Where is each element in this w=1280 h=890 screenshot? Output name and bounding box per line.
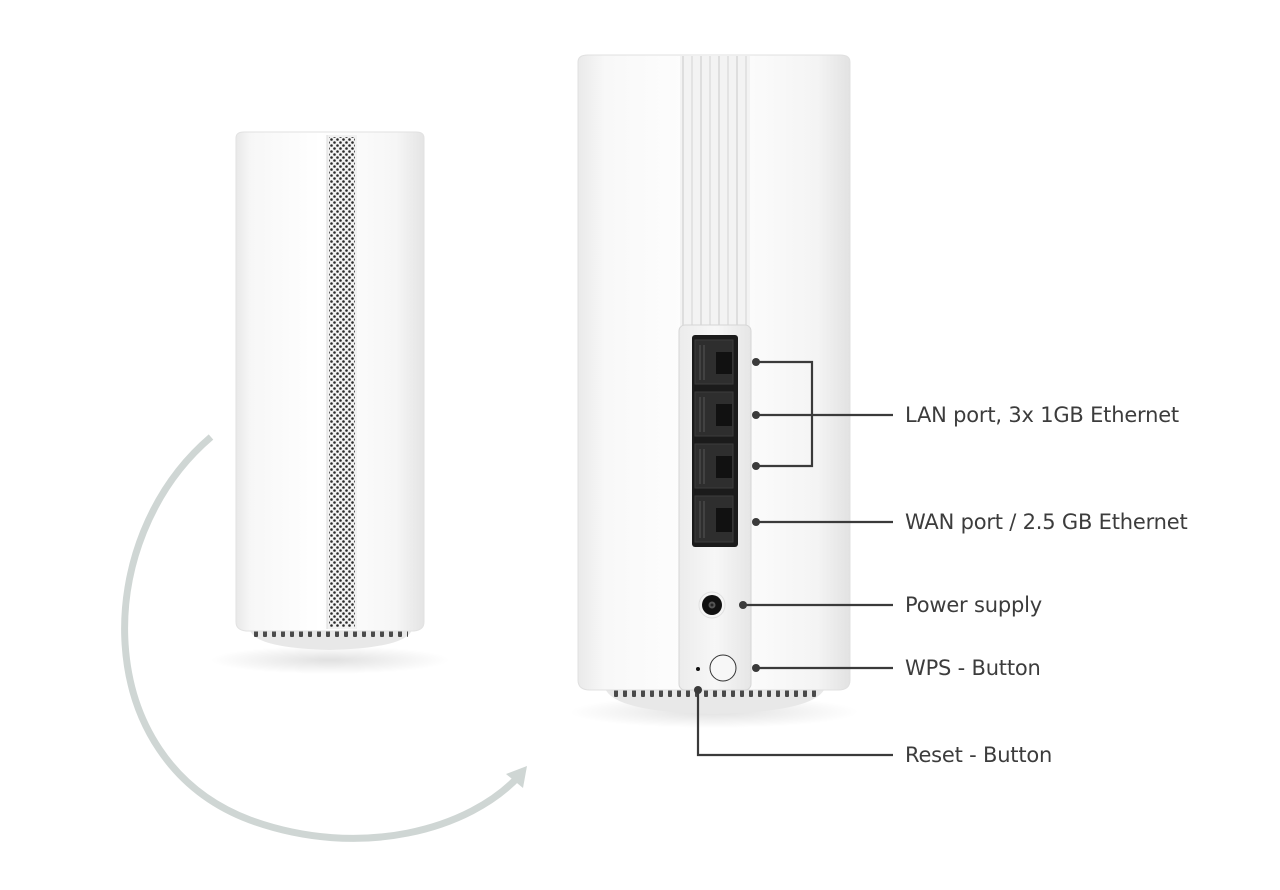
rotation-arrow-icon	[121, 434, 527, 842]
wps-button	[709, 654, 737, 682]
callout-label-power: Power supply	[905, 593, 1042, 617]
rib-channel	[680, 56, 750, 326]
callout-lines	[696, 360, 893, 757]
callout-label-lan: LAN port, 3x 1GB Ethernet	[905, 403, 1179, 427]
callout-label-wan: WAN port / 2.5 GB Ethernet	[905, 510, 1188, 534]
callout-dots	[694, 358, 760, 694]
reset-hole	[696, 667, 700, 671]
vent-strip	[329, 137, 355, 627]
callout-label-reset: Reset - Button	[905, 743, 1053, 767]
callout-label-wps: WPS - Button	[905, 656, 1041, 680]
router-rear-view	[569, 54, 859, 728]
router-front-view	[210, 131, 450, 674]
ethernet-ports	[692, 335, 738, 547]
